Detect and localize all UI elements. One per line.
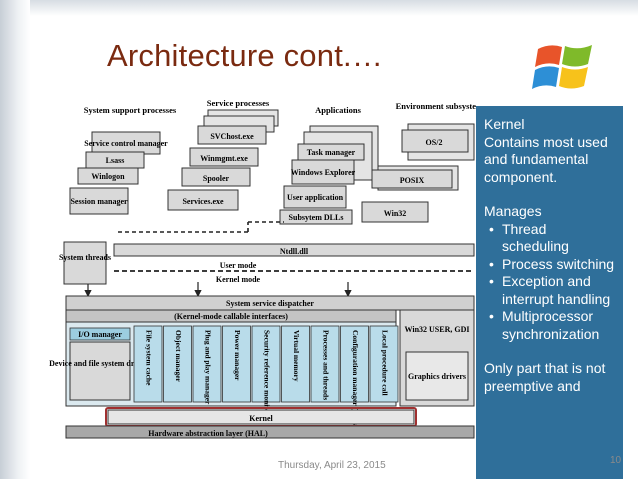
executive-column-box [310,325,340,403]
box-kernel [107,409,415,425]
executive-column-label: Local procedure call [380,330,389,396]
executive-column-box [192,325,222,403]
box-windows-explorer [291,159,355,185]
box-session-manager [69,187,129,215]
executive-column-box [340,325,369,403]
svg-text:POSIX: POSIX [400,176,425,185]
box-win32 [361,201,429,223]
executive-column-box [222,325,251,403]
executive-column-label: Plug and play manager [203,330,212,405]
executive-columns: File system cache Object manager Plug and … [133,325,399,438]
svg-text:Hardware abstraction layer (HA: Hardware abstraction layer (HAL) [148,429,268,438]
svg-text:Winlogon: Winlogon [91,172,125,181]
svg-text:OS/2: OS/2 [426,138,443,147]
executive-column-label: Processes and threads [321,330,330,400]
executive-column-label: Object manager [174,330,183,383]
svg-text:Windows Explorer: Windows Explorer [291,168,356,177]
callout-item: Exception and interrupt handling [489,273,615,308]
box-winlogon [77,167,139,185]
svg-text:Subsytem DLLs: Subsytem DLLs [289,213,344,222]
callout-item: Process switching [489,256,615,274]
callout-footer: Only part that is not preemptive and [484,360,606,394]
slide-left-band [0,0,30,479]
executive-column-label: Configuration manager (registry) [351,330,360,438]
svg-text:Graphics drivers: Graphics drivers [408,372,466,381]
box-svchost [197,125,267,145]
header-applications: Applications [315,105,362,115]
callout-heading: Kernel [484,116,525,132]
windows-logo-icon [532,45,592,89]
svg-text:Kernel: Kernel [249,414,273,423]
box-graphics-drivers [405,351,469,401]
executive-column-box [163,325,192,403]
box-user-application [283,185,347,209]
kernel-callout: Kernel Contains most used and fundamenta… [476,106,623,479]
callout-list: Thread scheduling Process switching Exce… [484,221,615,344]
callout-desc: Contains most used and fundamental compo… [484,133,608,185]
label-user-mode: User mode [220,261,257,270]
slide-title: Architecture cont.… [107,38,384,73]
svg-text:Win32: Win32 [384,209,407,218]
box-ntdll [113,243,475,257]
svg-text:(Kernel-mode callable interfac: (Kernel-mode callable interfaces) [174,312,288,321]
box-device-drivers [69,341,131,401]
executive-column-box [133,325,163,403]
box-subsystem-dlls [279,209,353,225]
svg-text:System threads: System threads [59,253,111,262]
box-hal [65,425,475,439]
executive-column-box [281,325,310,403]
box-posix [371,169,453,189]
executive-column-label: File system cache [144,330,153,386]
executive-column-label: Virtual memory [292,330,301,382]
label-kernel-mode: Kernel mode [216,275,261,284]
executive-column-label: Power manager [233,330,242,381]
header-environment: Environment subsystems [396,101,476,111]
box-winmgmt [189,147,259,167]
header-system-support: System support processes [84,105,177,115]
box-spooler [181,167,251,187]
svg-text:Service control manager: Service control manager [84,139,168,148]
footer-date: Thursday, April 23, 2015 [278,460,386,471]
svg-text:Services.exe: Services.exe [182,197,224,206]
callout-manages: Manages [484,203,542,219]
svg-text:Lsass: Lsass [106,156,125,165]
svg-text:I/O manager: I/O manager [78,330,122,339]
svg-text:Ntdll.dll: Ntdll.dll [280,247,309,256]
svg-text:Win32 USER, GDI: Win32 USER, GDI [405,325,470,334]
header-service-processes: Service processes [207,98,270,108]
svg-text:System service dispatcher: System service dispatcher [226,299,314,308]
executive-column-label: Security reference monitor [262,330,271,417]
page-number: 10 [610,455,622,466]
svg-text:User application: User application [287,193,344,202]
box-io-manager [69,327,131,341]
slide-top-band [0,0,638,16]
box-services [167,189,239,211]
svg-text:Device and file system drivers: Device and file system drivers [49,359,151,368]
callout-item: Thread scheduling [489,221,615,256]
svg-text:Winmgmt.exe: Winmgmt.exe [200,154,248,163]
executive-column-box [369,325,399,403]
svg-text:SVChost.exe: SVChost.exe [210,132,254,141]
svg-text:Task manager: Task manager [307,148,356,157]
svg-text:Session manager: Session manager [70,197,128,206]
box-os2 [401,129,469,153]
callout-item: Multiprocessor synchronization [489,308,615,343]
executive-column-box [251,325,281,403]
box-system-threads [63,241,107,285]
architecture-diagram: System support processes Service process… [48,96,476,448]
svg-text:Spooler: Spooler [203,174,230,183]
